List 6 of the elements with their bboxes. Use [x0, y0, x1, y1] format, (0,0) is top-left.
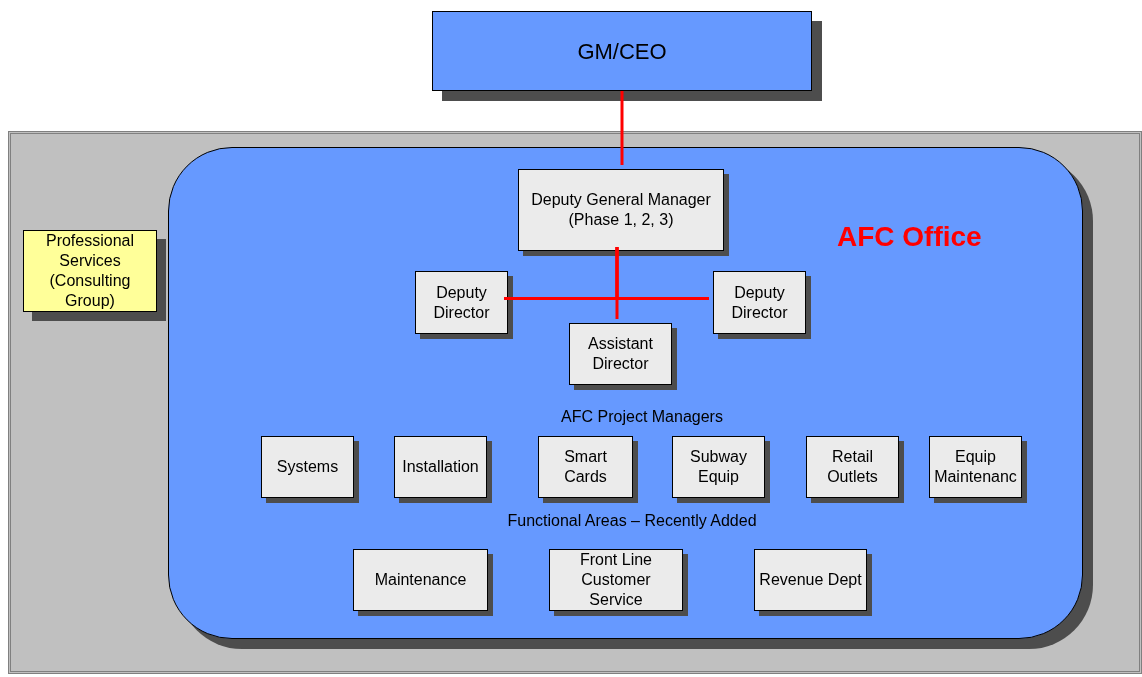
section-heading: Functional Areas – Recently Added	[507, 511, 757, 531]
connector-line	[620, 91, 624, 165]
frame-panel	[8, 131, 1142, 674]
office-title: AFC Office	[837, 220, 982, 254]
connector-line	[615, 247, 619, 319]
section-heading: AFC Project Managers	[561, 407, 723, 427]
